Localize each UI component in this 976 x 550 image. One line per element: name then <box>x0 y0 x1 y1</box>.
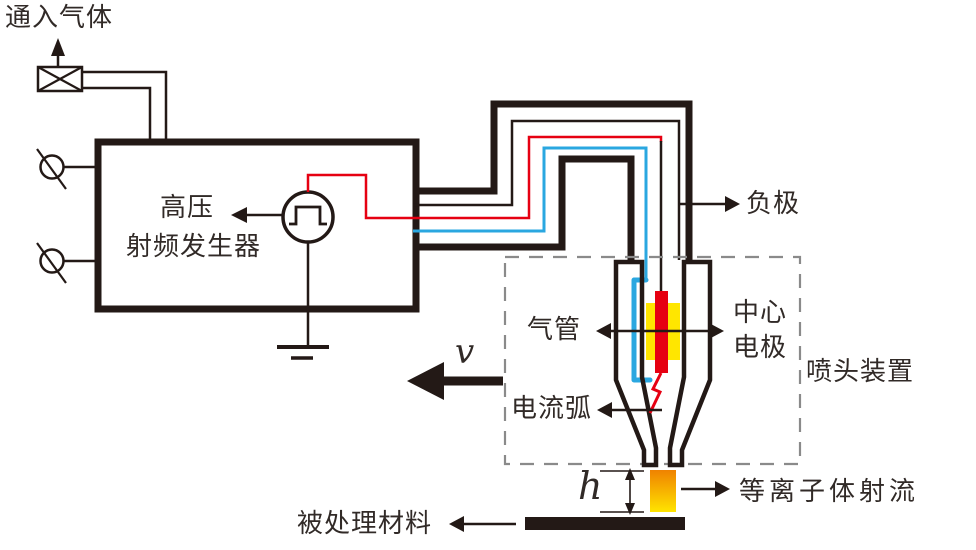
negative-wire <box>413 119 681 260</box>
gas-inlet-valve-icon <box>36 65 84 93</box>
label-velocity-symbol: v <box>455 332 476 372</box>
ground-icon <box>277 242 329 360</box>
plasma-jet-flame <box>650 470 676 512</box>
arc-lightning-icon <box>648 372 663 414</box>
label-plasma-jet: 等离子体射流 <box>739 477 920 507</box>
material-label-arrow <box>449 516 516 532</box>
flow-knob-bottom-icon <box>36 242 100 284</box>
height-dimension <box>600 468 644 515</box>
jet-label-arrow <box>681 481 730 497</box>
label-negative-electrode: 负极 <box>746 189 801 219</box>
label-nozzle-device: 喷头装置 <box>806 357 915 387</box>
material-bar <box>525 517 685 530</box>
nozzle-walls <box>613 259 713 468</box>
label-center-electrode-line1: 中心 <box>733 298 788 328</box>
velocity-arrow <box>407 362 503 400</box>
label-gas-tube: 气管 <box>527 315 582 345</box>
label-height-symbol: h <box>578 464 604 508</box>
label-center-electrode-line2: 电极 <box>733 333 788 363</box>
gas-pipe <box>82 70 168 144</box>
label-gas-inlet: 通入气体 <box>5 3 114 33</box>
negative-label-arrow <box>679 196 740 212</box>
rf-red-wire <box>306 135 663 292</box>
rf-generator-box <box>94 138 420 313</box>
arc-label-arrow <box>597 402 662 418</box>
generator-label-arrow <box>231 207 283 223</box>
label-generator-line1: 高压 <box>160 193 215 223</box>
label-current-arc: 电流弧 <box>511 394 593 424</box>
cable-duct <box>413 100 693 263</box>
label-generator-line2: 射频发生器 <box>126 232 262 262</box>
flow-knob-top-icon <box>36 148 100 190</box>
pulse-source-icon <box>281 190 335 244</box>
tube-electrode-double-arrow <box>596 323 724 339</box>
gas-flow-arrow <box>51 38 65 67</box>
label-treated-material: 被处理材料 <box>297 509 433 539</box>
